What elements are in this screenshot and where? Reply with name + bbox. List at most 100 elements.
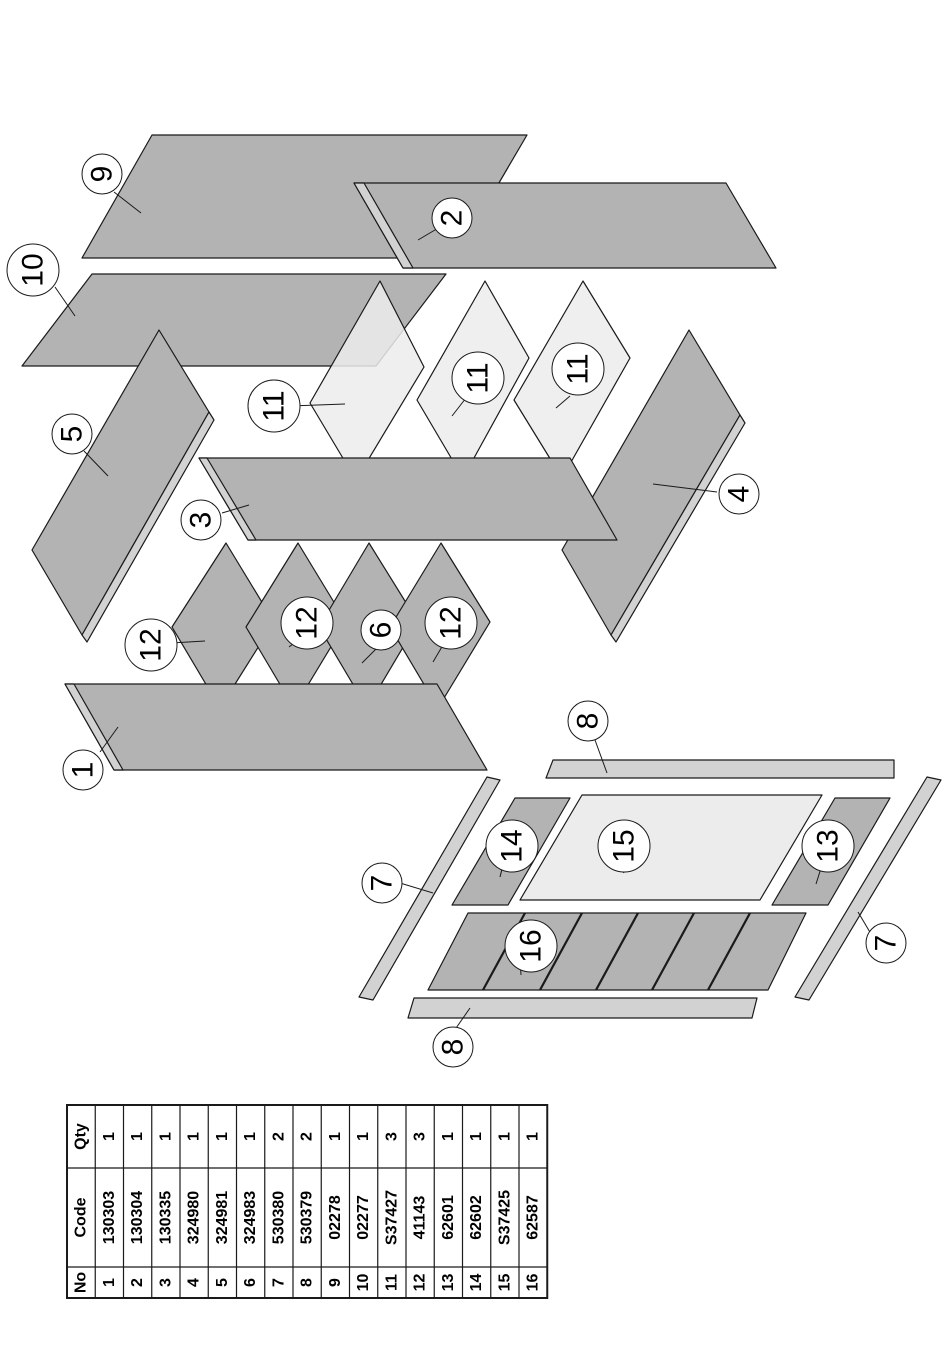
- table-cell: 9: [327, 1278, 344, 1287]
- svg-text:16: 16: [515, 929, 548, 962]
- svg-text:10: 10: [17, 253, 50, 286]
- table-cell: S37427: [383, 1190, 400, 1245]
- panel-5-top: [32, 330, 209, 635]
- table-cell: 1: [129, 1132, 146, 1141]
- table-cell: 1: [355, 1132, 372, 1141]
- table-cell: 12: [412, 1274, 429, 1292]
- svg-text:7: 7: [366, 875, 399, 892]
- table-cell: 2: [270, 1132, 287, 1141]
- table-cell: 13: [440, 1274, 457, 1292]
- table-cell: 1: [496, 1132, 513, 1141]
- svg-text:8: 8: [572, 713, 605, 730]
- svg-text:4: 4: [723, 486, 756, 503]
- table-cell: 1: [186, 1132, 203, 1141]
- svg-text:11: 11: [562, 353, 595, 384]
- callout-3: 3: [181, 500, 221, 540]
- table-cell: 2: [299, 1132, 316, 1141]
- table-cell: 130303: [101, 1191, 118, 1244]
- svg-text:12: 12: [291, 606, 324, 639]
- table-cell: 1: [242, 1132, 259, 1141]
- table-cell: 15: [496, 1274, 513, 1292]
- callout-14: 14: [486, 820, 538, 872]
- svg-text:14: 14: [496, 829, 529, 862]
- callout-7b: 7: [866, 923, 906, 963]
- callout-11a: 11: [248, 380, 300, 432]
- table-cell: 11: [383, 1274, 400, 1291]
- svg-text:1: 1: [67, 762, 100, 779]
- svg-text:15: 15: [608, 829, 641, 862]
- parts-table: NoCodeQty1130303121303041313033514324980…: [67, 1105, 547, 1298]
- table-cell: 10: [355, 1274, 372, 1292]
- panel-1-side: [65, 684, 487, 770]
- svg-text:12: 12: [135, 628, 168, 661]
- callout-1: 1: [63, 750, 103, 790]
- svg-text:2: 2: [436, 210, 469, 227]
- callout-9: 9: [82, 154, 122, 194]
- callout-10: 10: [7, 244, 59, 296]
- table-cell: 02278: [327, 1195, 344, 1240]
- svg-text:7: 7: [870, 935, 903, 952]
- callout-4: 4: [719, 474, 759, 514]
- svg-text:3: 3: [185, 512, 218, 529]
- table-cell: 530379: [299, 1191, 316, 1244]
- svg-text:11: 11: [258, 390, 291, 421]
- callout-7a: 7: [362, 863, 402, 903]
- table-cell: 530380: [270, 1191, 287, 1244]
- table-cell: 6: [242, 1278, 259, 1287]
- callout-12c: 12: [425, 597, 477, 649]
- table-cell: 3: [383, 1132, 400, 1141]
- svg-text:9: 9: [86, 166, 119, 183]
- table-header-cell: Qty: [73, 1123, 90, 1150]
- table-cell: 62602: [468, 1195, 485, 1240]
- table-cell: 14: [468, 1274, 485, 1292]
- panel-3-divider: [199, 458, 617, 540]
- table-cell: 1: [440, 1132, 457, 1141]
- table-cell: 8: [299, 1278, 316, 1287]
- table-header-cell: Code: [73, 1197, 90, 1237]
- table-cell: 1: [214, 1132, 231, 1141]
- callout-16: 16: [505, 920, 557, 972]
- callout-5: 5: [52, 414, 92, 454]
- table-cell: 324981: [214, 1191, 231, 1244]
- table-cell: 1: [468, 1132, 485, 1141]
- callout-13: 13: [802, 820, 854, 872]
- table-cell: 16: [525, 1274, 542, 1292]
- table-cell: 3: [412, 1132, 429, 1141]
- svg-text:12: 12: [435, 606, 468, 639]
- table-cell: 130335: [157, 1191, 174, 1244]
- svg-text:11: 11: [462, 362, 495, 393]
- svg-text:6: 6: [365, 622, 398, 639]
- callout-12a: 12: [125, 619, 177, 671]
- table-cell: 02277: [355, 1195, 372, 1240]
- table-cell: 3: [157, 1278, 174, 1287]
- table-cell: 1: [101, 1132, 118, 1141]
- table-cell: 324980: [186, 1191, 203, 1244]
- svg-text:13: 13: [812, 829, 845, 862]
- callout-8a: 8: [568, 701, 608, 741]
- table-cell: 62587: [525, 1195, 542, 1240]
- callout-11c: 11: [552, 343, 604, 395]
- table-cell: 1: [525, 1132, 542, 1141]
- table-cell: 324983: [242, 1191, 259, 1244]
- table-cell: 1: [101, 1278, 118, 1287]
- table-header-cell: No: [73, 1272, 90, 1294]
- svg-text:8: 8: [437, 1039, 470, 1056]
- table-cell: 62601: [440, 1195, 457, 1240]
- callout-11b: 11: [452, 352, 504, 404]
- table-cell: S37425: [496, 1190, 513, 1245]
- callout-6: 6: [361, 610, 401, 650]
- table-cell: 2: [129, 1278, 146, 1287]
- callout-15: 15: [598, 820, 650, 872]
- glass-15: [520, 795, 822, 900]
- table-cell: 1: [327, 1132, 344, 1141]
- svg-text:5: 5: [56, 426, 89, 443]
- callout-2: 2: [432, 198, 472, 238]
- table-cell: 5: [214, 1278, 231, 1287]
- panel-2-side: [354, 183, 776, 268]
- rail-8-top: [546, 760, 894, 778]
- callout-8b: 8: [433, 1027, 473, 1067]
- callout-12b: 12: [281, 597, 333, 649]
- table-cell: 41143: [412, 1196, 429, 1240]
- table-cell: 130304: [129, 1191, 146, 1244]
